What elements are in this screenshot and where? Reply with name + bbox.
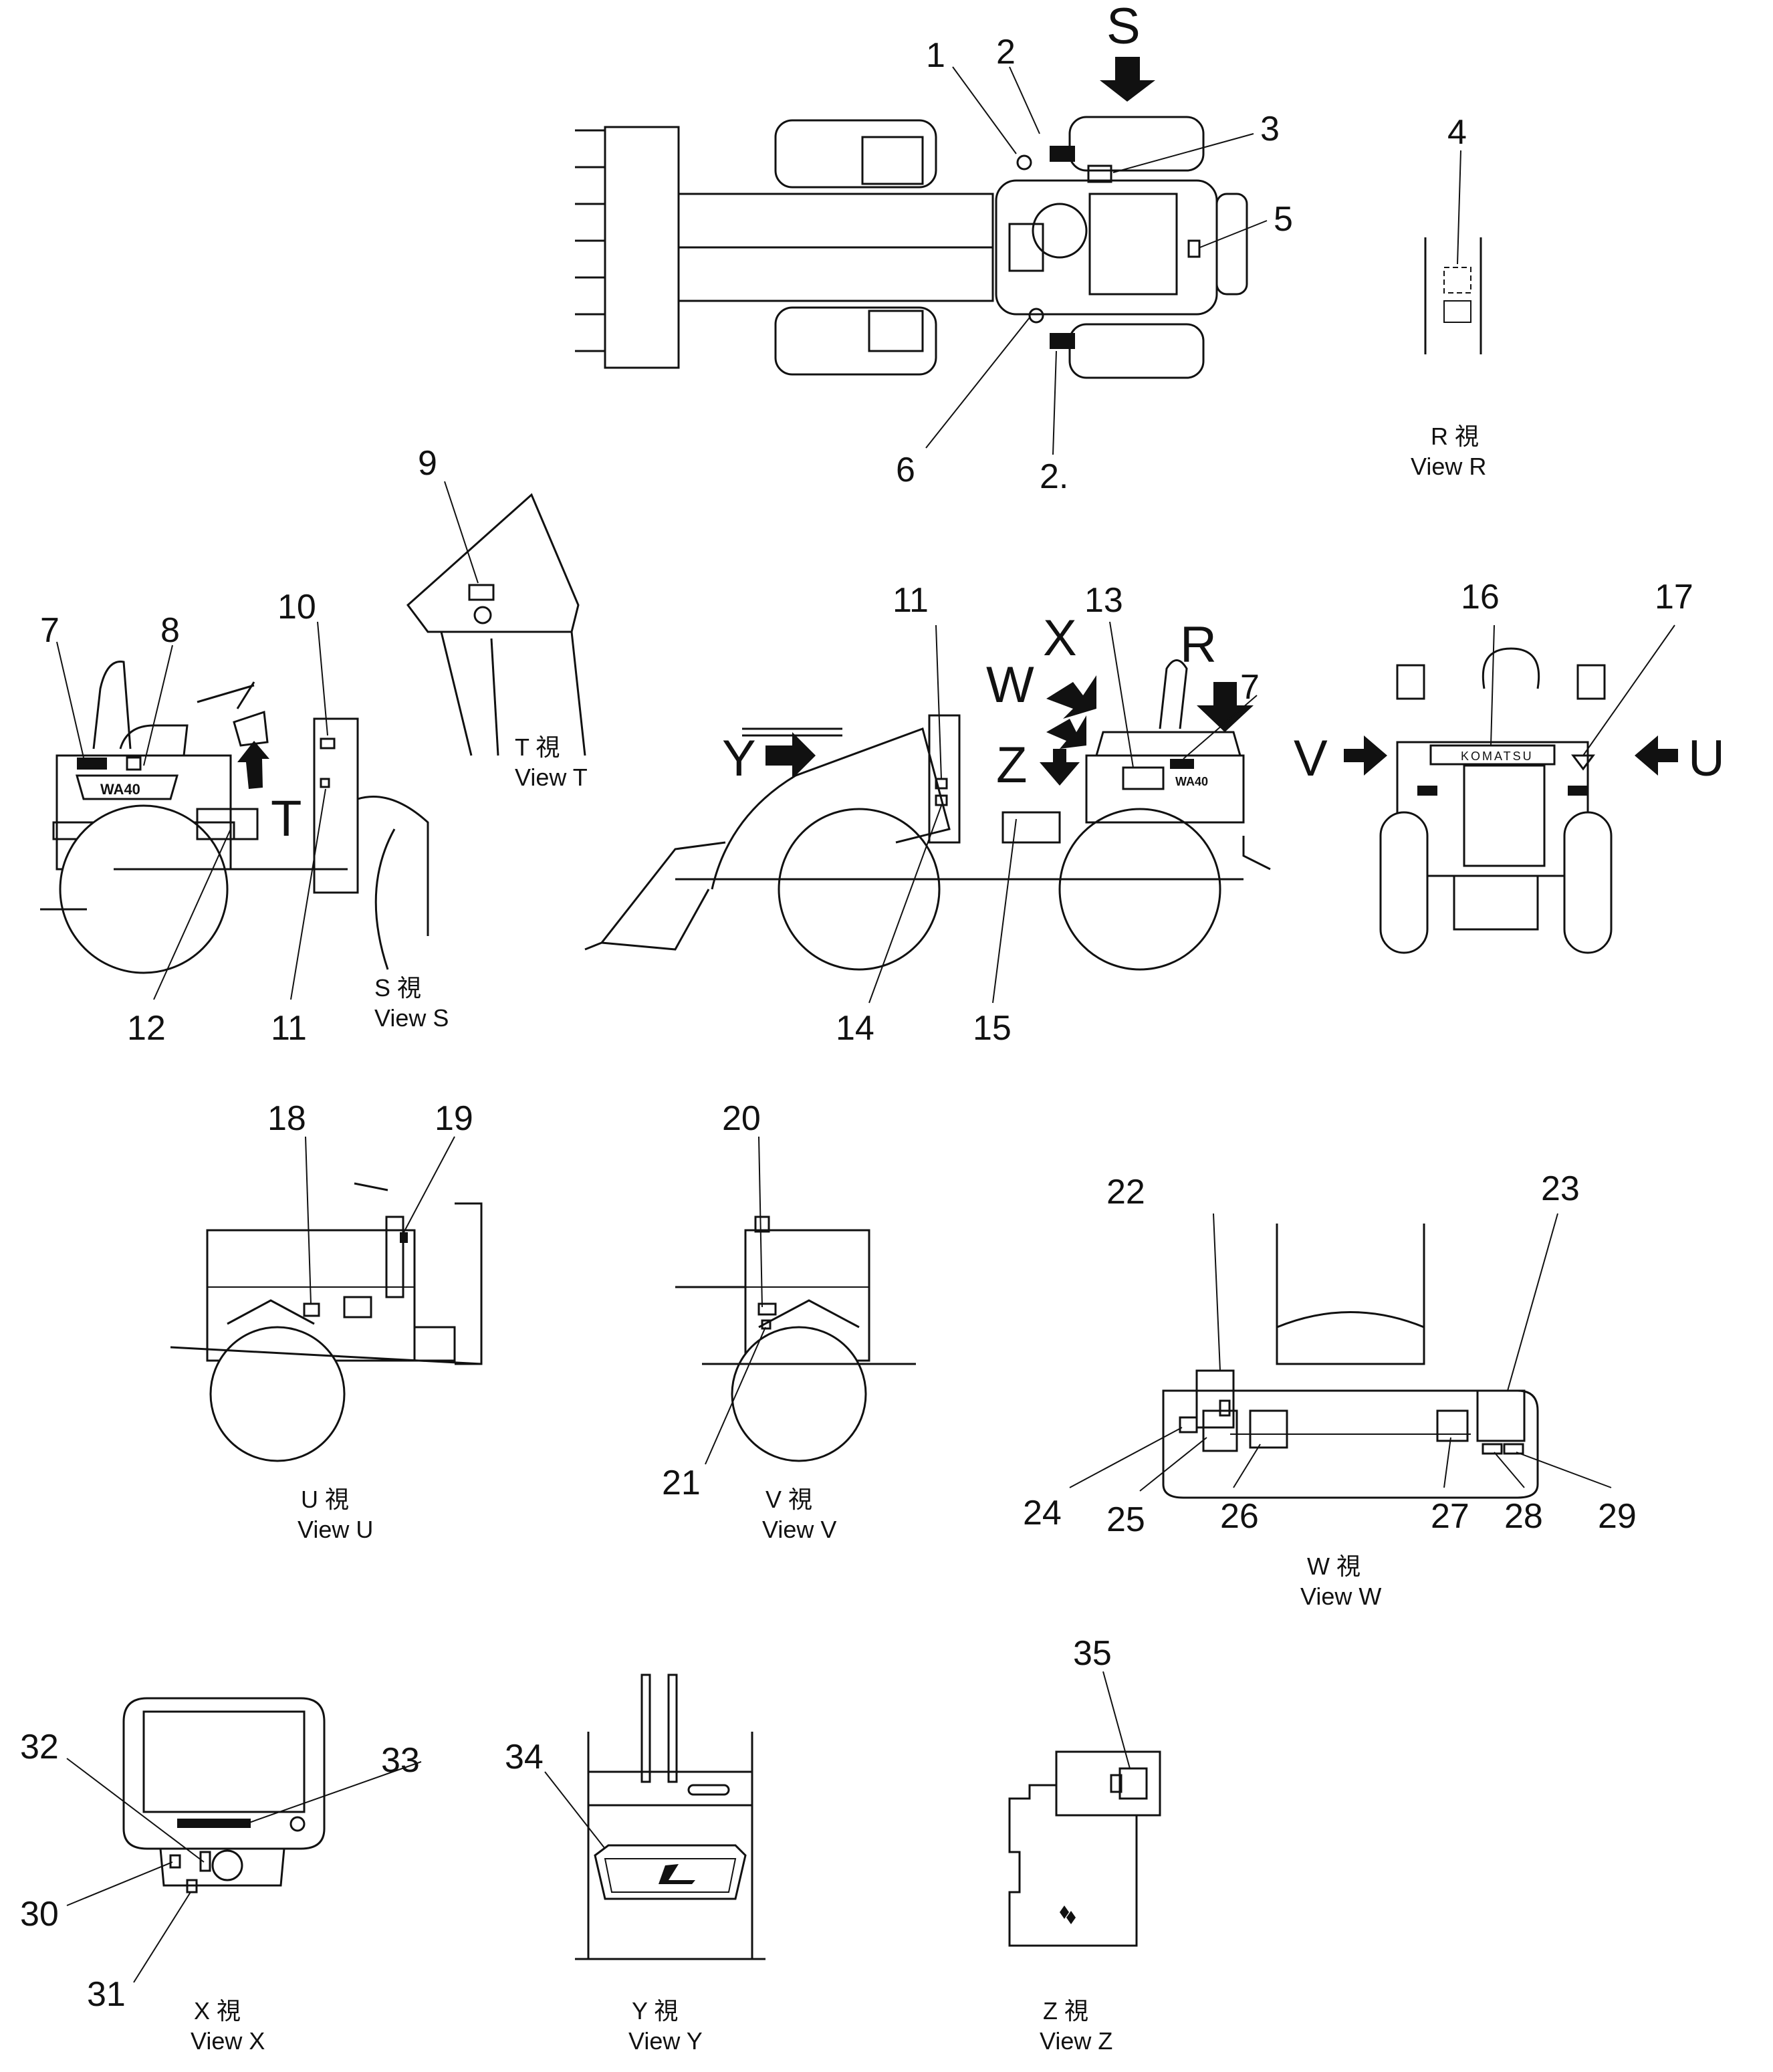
view-r-drawing <box>1424 237 1482 354</box>
view-t-drawing <box>406 493 586 756</box>
caption-t-line2: View T <box>515 764 588 791</box>
callout-32: 32 <box>20 1728 59 1766</box>
view-x-drawing <box>122 1697 326 1893</box>
part-callouts: 1 2 3 4 5 6 2. 9 10 7 8 12 11 11 13 7 14… <box>20 33 1693 2014</box>
callout-1: 1 <box>926 36 945 75</box>
view-captions: R 視 View R T 視 View T S 視 View S U 視 Vie… <box>191 423 1486 2055</box>
view-u-drawing <box>170 1182 483 1462</box>
top-plan-view <box>575 116 1248 379</box>
main-side-view <box>584 659 1271 971</box>
callout-11a: 11 <box>271 1009 307 1048</box>
callout-25: 25 <box>1106 1500 1145 1539</box>
view-w-drawing <box>1162 1224 1539 1499</box>
callout-24: 24 <box>1023 1494 1062 1532</box>
caption-s-line2: View S <box>374 1004 449 1032</box>
caption-x-line2: View X <box>191 2027 265 2055</box>
view-letter-r: R <box>1180 616 1217 673</box>
caption-u-line1: U 視 <box>301 1486 349 1513</box>
view-v-drawing <box>675 1216 916 1462</box>
caption-y-line1: Y 視 <box>632 1997 678 2025</box>
caption-y-line2: View Y <box>628 2027 703 2055</box>
callout-34: 34 <box>505 1738 544 1776</box>
callout-35: 35 <box>1073 1634 1112 1673</box>
caption-r-line1: R 視 <box>1431 423 1479 450</box>
callout-7a: 7 <box>40 611 60 650</box>
caption-v-line1: V 視 <box>765 1486 812 1513</box>
callout-26: 26 <box>1220 1497 1259 1536</box>
caption-x-line1: X 視 <box>194 1997 241 2025</box>
caption-v-line2: View V <box>762 1516 836 1543</box>
caption-w-line1: W 視 <box>1307 1552 1361 1580</box>
arrow-s <box>1100 57 1155 102</box>
view-letter-w: W <box>986 657 1034 713</box>
view-y-drawing <box>575 1674 765 1960</box>
callout-9: 9 <box>418 444 437 483</box>
callout-10: 10 <box>277 588 316 626</box>
callout-14: 14 <box>836 1009 874 1048</box>
callout-20: 20 <box>722 1099 761 1138</box>
view-letter-x: X <box>1043 610 1077 667</box>
model-badge-s: WA40 <box>100 781 140 798</box>
caption-r-line2: View R <box>1411 453 1486 480</box>
callout-30: 30 <box>20 1895 59 1934</box>
callout-7b: 7 <box>1240 668 1260 707</box>
callout-5: 5 <box>1274 200 1293 239</box>
callout-16: 16 <box>1461 578 1500 616</box>
view-letter-s: S <box>1106 0 1141 55</box>
caption-t-line1: T 視 <box>515 733 560 761</box>
model-badge-main: WA40 <box>1175 775 1208 788</box>
callout-22: 22 <box>1106 1173 1145 1212</box>
callout-2b: 2. <box>1040 457 1068 496</box>
leader-lines <box>56 66 1675 1983</box>
callout-31: 31 <box>87 1975 126 2014</box>
callout-29: 29 <box>1598 1497 1637 1536</box>
callout-3: 3 <box>1260 110 1280 148</box>
view-s-drawing <box>40 661 429 974</box>
brand-label: KOMATSU <box>1461 750 1534 763</box>
callout-19: 19 <box>435 1099 473 1138</box>
callout-18: 18 <box>267 1099 306 1138</box>
callout-28: 28 <box>1504 1497 1543 1536</box>
callout-21: 21 <box>662 1464 701 1502</box>
caption-w-line2: View W <box>1300 1583 1381 1610</box>
view-z-drawing <box>1008 1750 1161 1947</box>
callout-4: 4 <box>1447 113 1467 152</box>
callout-12: 12 <box>127 1009 166 1048</box>
callout-11b: 11 <box>893 581 929 620</box>
callout-17: 17 <box>1655 578 1693 616</box>
callout-27: 27 <box>1431 1497 1469 1536</box>
callout-13: 13 <box>1084 581 1123 620</box>
machine-labels: KOMATSU WA40 WA40 <box>100 750 1534 798</box>
callout-8: 8 <box>160 611 180 650</box>
callout-33: 33 <box>381 1741 420 1780</box>
caption-z-line1: Z 視 <box>1043 1997 1088 2025</box>
callout-15: 15 <box>973 1009 1012 1048</box>
view-letter-u: U <box>1688 730 1725 787</box>
caption-s-line1: S 視 <box>374 974 421 1002</box>
callout-6: 6 <box>896 451 915 489</box>
view-letter-z: Z <box>996 737 1027 794</box>
callout-2: 2 <box>996 33 1016 72</box>
view-letter-y: Y <box>722 730 756 787</box>
callout-23: 23 <box>1541 1169 1580 1208</box>
view-letter-t: T <box>271 790 302 847</box>
view-direction-letters: S T Y X W Z R V U <box>271 0 1725 847</box>
view-letter-v: V <box>1294 730 1328 787</box>
caption-u-line2: View U <box>298 1516 373 1543</box>
rear-view <box>1344 647 1678 954</box>
caption-z-line2: View Z <box>1040 2027 1112 2055</box>
